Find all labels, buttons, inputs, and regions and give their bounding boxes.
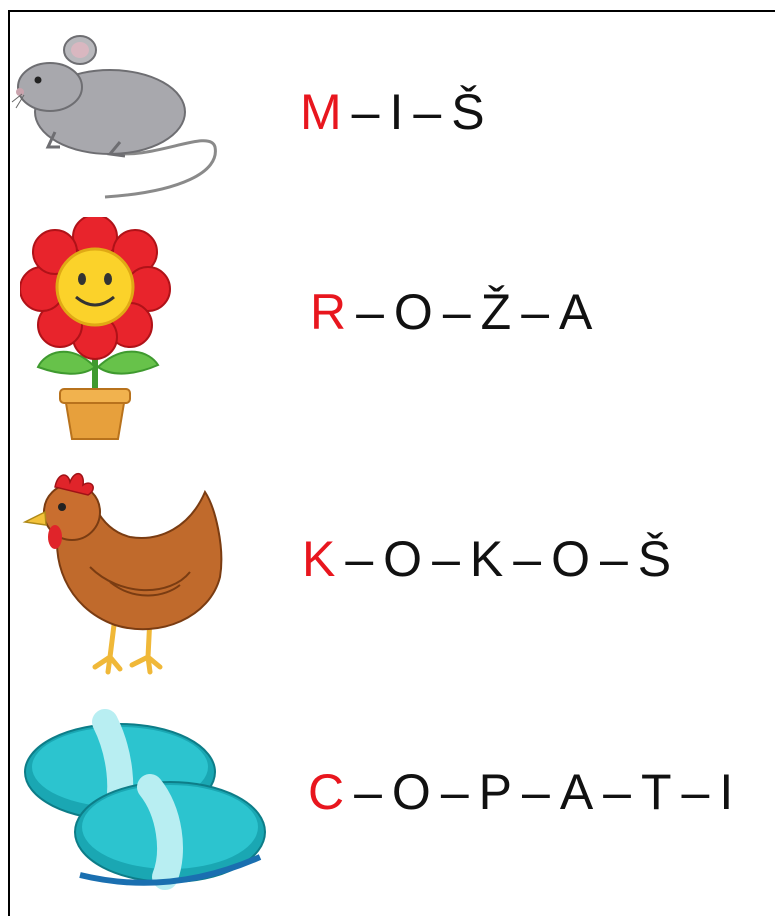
first-letter: M [300, 84, 342, 140]
letter: Ž [480, 284, 512, 340]
mouse-icon [11, 35, 217, 199]
letter: O [391, 764, 431, 820]
letter: A [559, 764, 594, 820]
separator: – [432, 531, 460, 587]
separator: – [354, 764, 382, 820]
word-slippers: C–O–P–A–T–I [308, 762, 733, 822]
worksheet: M–I–Š R–O–Ž–A [8, 10, 775, 916]
separator: – [440, 764, 469, 820]
word-flower: R–O–Ž–A [310, 282, 592, 342]
separator: – [413, 84, 442, 140]
separator: – [513, 531, 542, 587]
letter: O [393, 284, 433, 340]
separator: – [345, 531, 374, 587]
separator: – [681, 764, 710, 820]
letter: O [551, 531, 590, 587]
separator: – [603, 764, 631, 820]
separator: – [356, 284, 384, 340]
flower-icon [20, 217, 171, 440]
separator: – [351, 84, 380, 140]
letter: Š [637, 531, 672, 587]
word-row-hen: K–O–K–O–Š [10, 457, 775, 692]
letter: Š [451, 84, 485, 140]
letter: K [469, 531, 504, 587]
first-letter: K [302, 531, 336, 587]
separator: – [599, 531, 628, 587]
first-letter: R [310, 284, 347, 340]
first-letter: C [308, 764, 345, 820]
letter: I [389, 84, 404, 140]
word-mouse: M–I–Š [300, 82, 485, 142]
separator: – [521, 284, 549, 340]
letter: A [559, 284, 593, 340]
word-row-slippers: C–O–P–A–T–I [10, 692, 775, 908]
separator: – [522, 764, 550, 820]
word-hen: K–O–K–O–Š [302, 529, 671, 589]
hen-icon [22, 473, 223, 675]
word-row-flower: R–O–Ž–A [10, 212, 775, 452]
slippers-icon [24, 709, 266, 890]
letter: T [640, 764, 672, 820]
letter: P [478, 764, 512, 820]
letter: O [383, 531, 423, 587]
separator: – [442, 284, 471, 340]
letter: I [719, 764, 734, 820]
word-row-mouse: M–I–Š [10, 12, 775, 212]
